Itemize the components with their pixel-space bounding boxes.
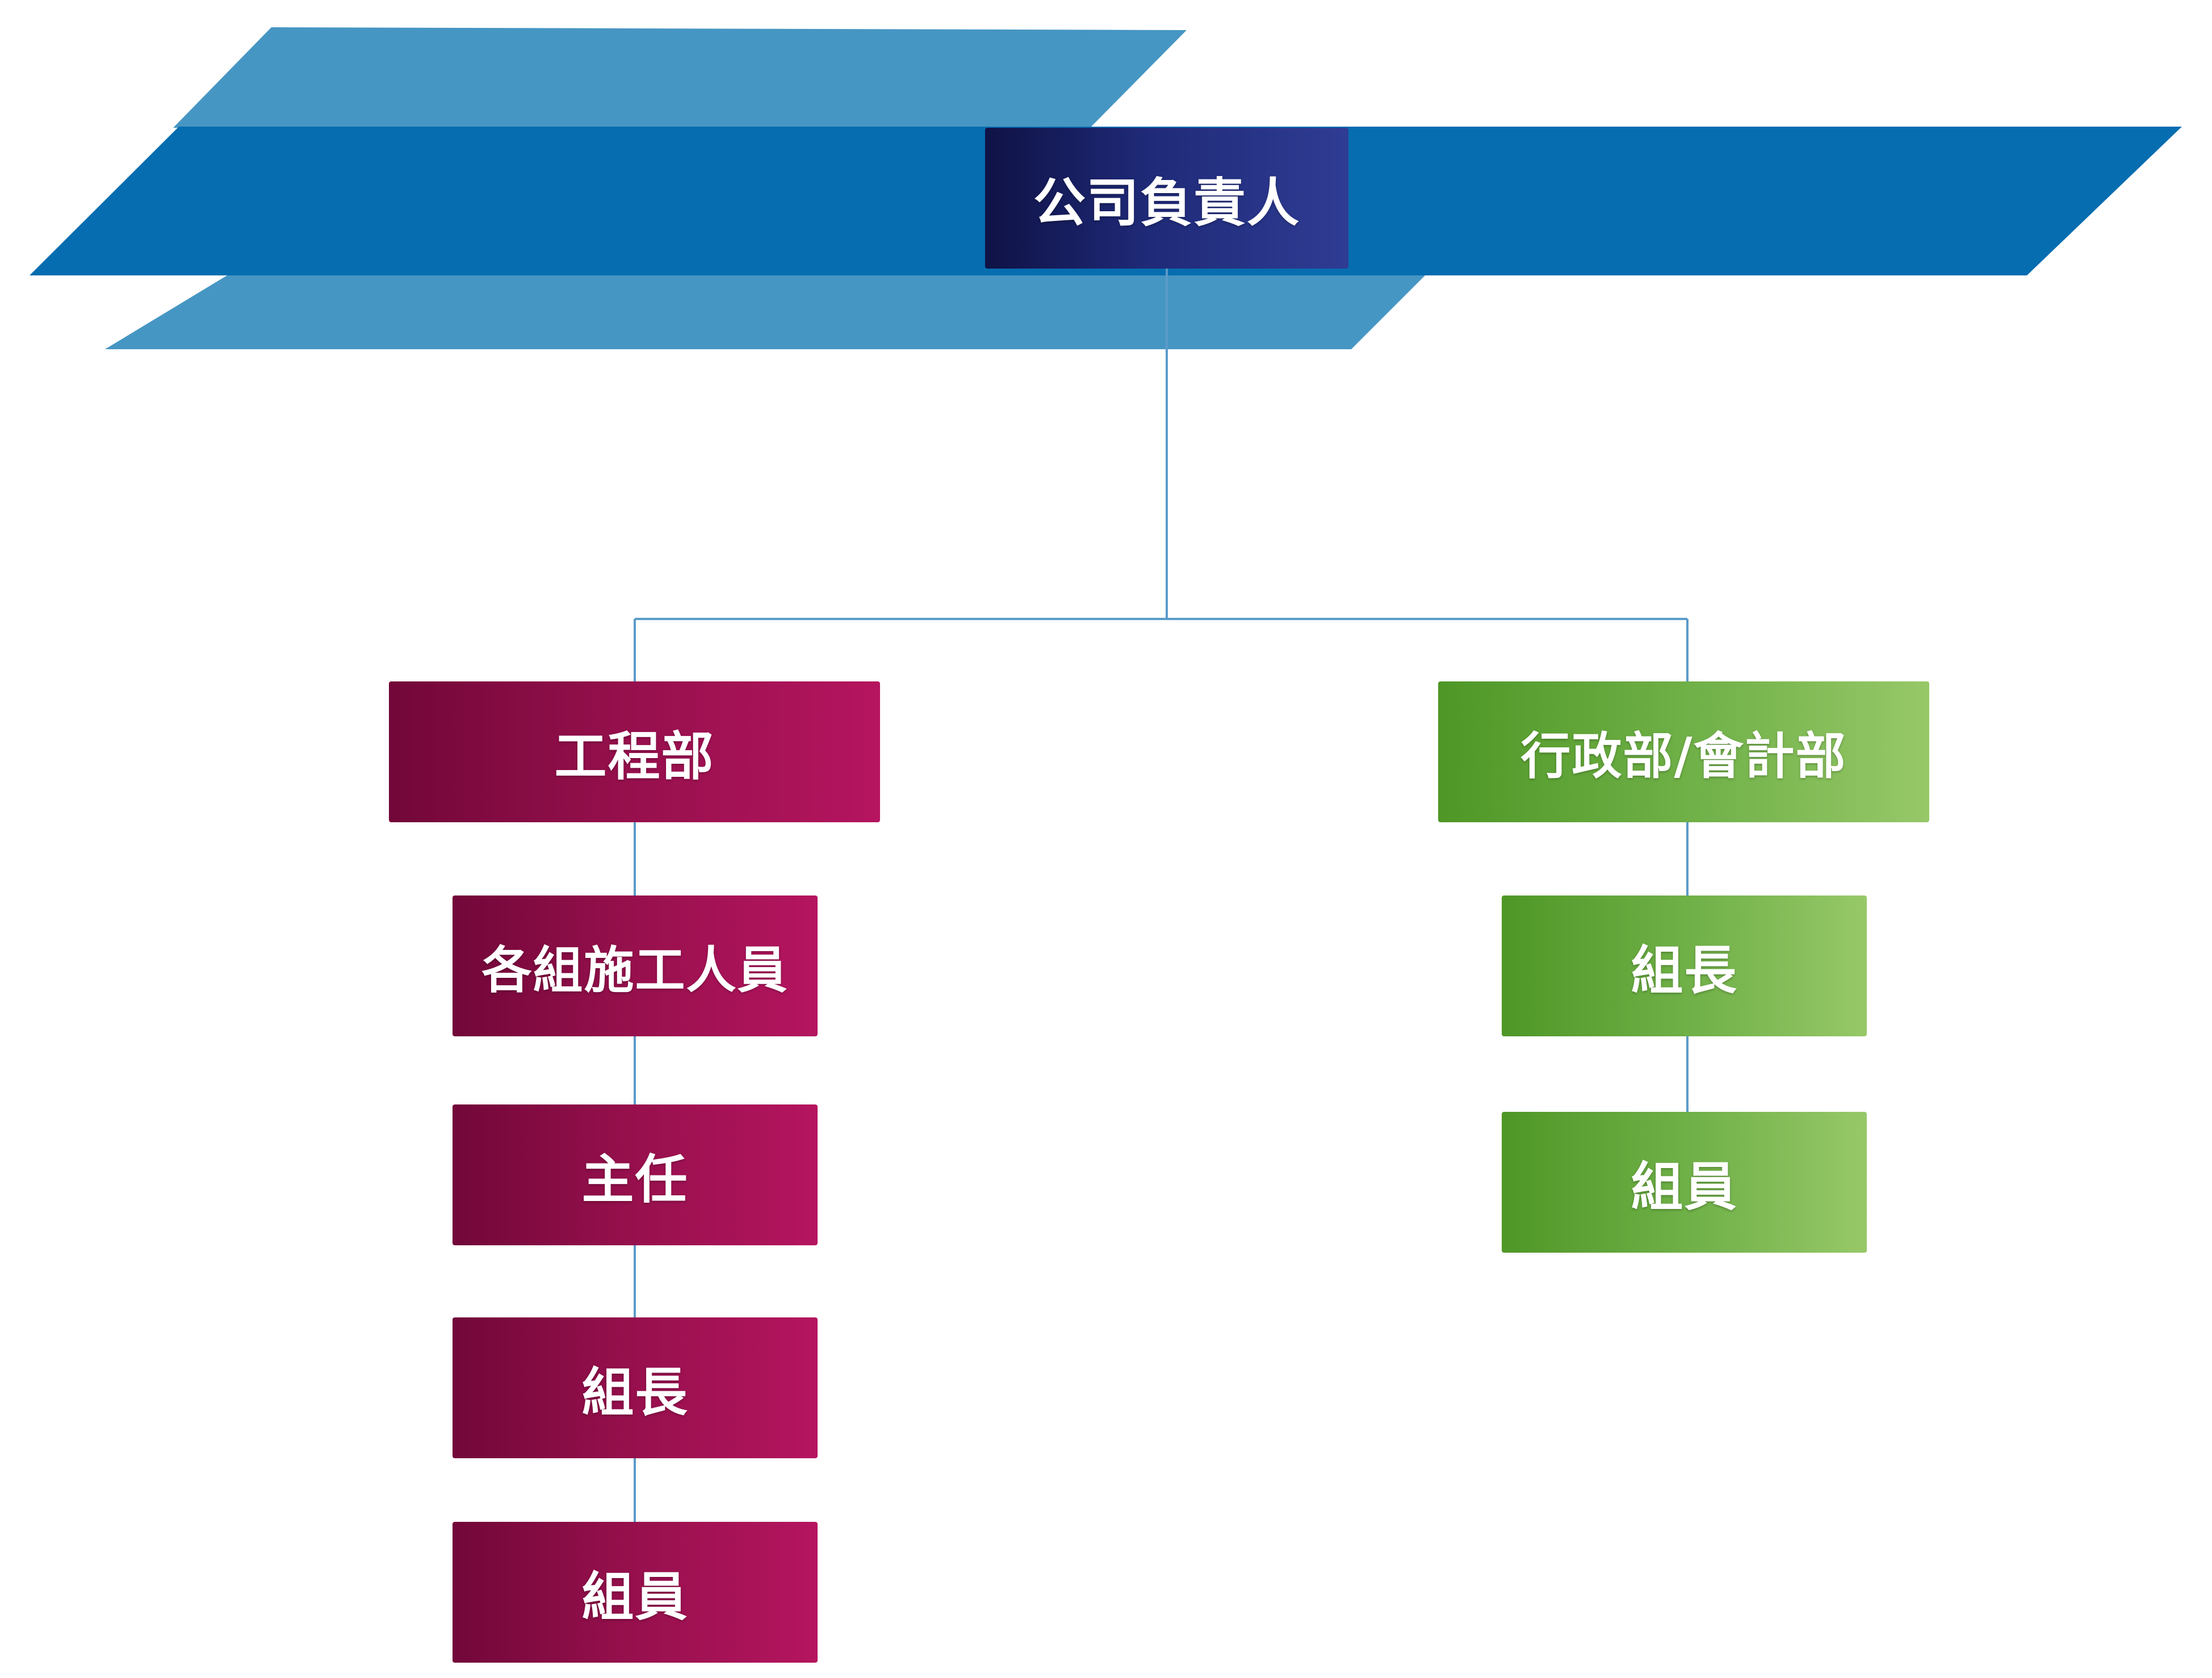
node-company-head: 公司負責人 xyxy=(985,128,1348,269)
node-admin-accounting-dept-label: 行政部/會計部 xyxy=(1520,726,1847,785)
node-engineering-dept: 工程部 xyxy=(389,681,880,822)
node-admin-team-member-label: 組員 xyxy=(1631,1156,1738,1217)
node-director-label: 主任 xyxy=(581,1149,689,1210)
node-company-head-label: 公司負責人 xyxy=(1033,172,1300,233)
connector-lines xyxy=(634,269,1689,1522)
node-admin-accounting-dept: 行政部/會計部 xyxy=(1438,681,1929,822)
node-admin-team-member: 組員 xyxy=(1502,1112,1867,1253)
node-construction-workers: 各組施工人員 xyxy=(453,896,818,1036)
node-construction-workers-label: 各組施工人員 xyxy=(481,940,789,999)
node-admin-team-leader-label: 組長 xyxy=(1631,940,1738,1001)
node-eng-team-member: 組員 xyxy=(453,1522,818,1663)
node-eng-team-leader-label: 組長 xyxy=(581,1362,689,1423)
banner-stripe-top xyxy=(173,27,1187,128)
node-eng-team-leader: 組長 xyxy=(453,1317,818,1458)
node-director: 主任 xyxy=(453,1104,818,1245)
node-admin-team-leader: 組長 xyxy=(1502,896,1867,1036)
banner-stripe-bottom xyxy=(105,275,1425,349)
node-engineering-dept-label: 工程部 xyxy=(554,726,715,787)
node-eng-team-member-label: 組員 xyxy=(581,1566,689,1627)
